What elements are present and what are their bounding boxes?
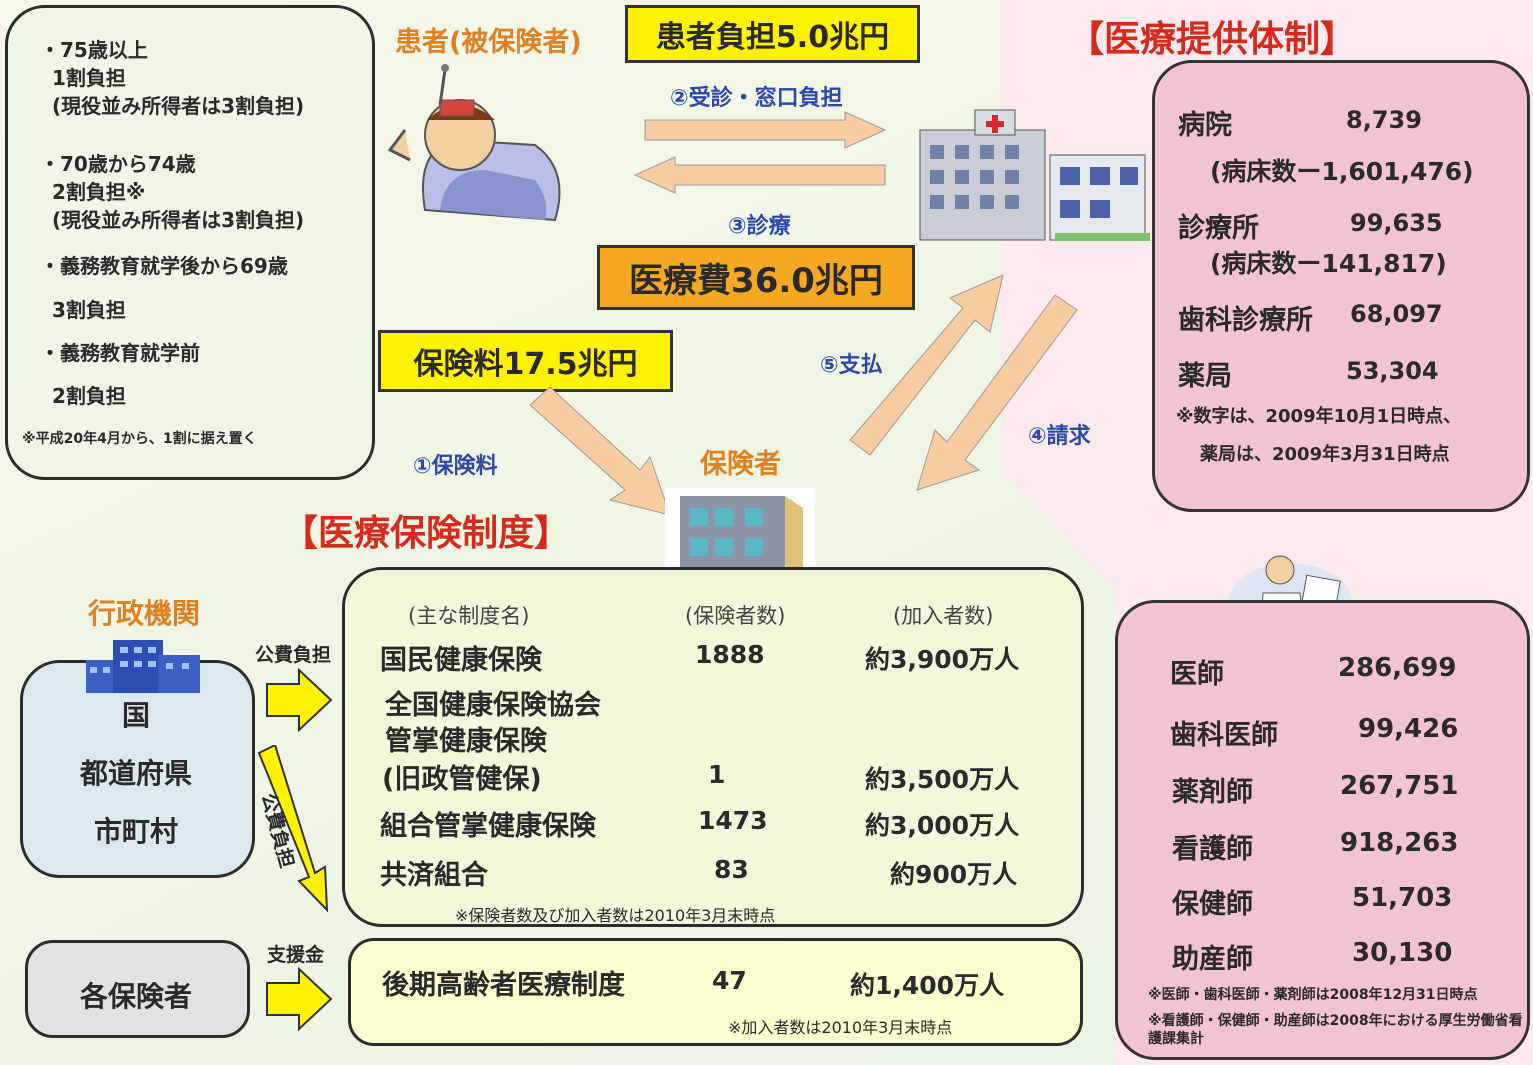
staff-label: 助産師 [1172, 944, 1253, 975]
facility-value: 8,739 [1346, 106, 1422, 134]
elderly-members: 約1,400万人 [850, 971, 1005, 1000]
schemes-header: (主な制度名) [408, 604, 530, 628]
scheme-name: 組合管掌健康保険 [380, 811, 596, 842]
admin-item: 都道府県 [80, 757, 193, 790]
facility-label: 歯科診療所 [1178, 305, 1313, 336]
scheme-members: 約3,900万人 [865, 645, 1020, 674]
arrow-payment-up [849, 274, 1004, 456]
copay-box [5, 5, 375, 480]
scheme-members: 約900万人 [890, 860, 1018, 889]
flow-5-label: ⑤支払 [820, 353, 883, 378]
scheme-count: 83 [714, 855, 749, 884]
facility-value: 53,304 [1346, 357, 1439, 385]
copay-line: ・75歳以上 [40, 38, 148, 62]
staff-value: 918,263 [1340, 828, 1459, 858]
staff-value: 267,751 [1340, 771, 1459, 801]
admin-item: 国 [122, 699, 151, 732]
admin-title: 行政機関 [88, 597, 201, 630]
copay-line: 2割負担※ [52, 180, 146, 204]
staff-label: 医師 [1170, 659, 1224, 690]
facilities-box [1152, 60, 1530, 512]
government-building-icon [86, 640, 200, 693]
public-expense-label: 公費負担 [255, 644, 332, 666]
scheme-members: 約3,000万人 [865, 811, 1020, 840]
scheme-name: 国民健康保険 [380, 645, 542, 676]
arrow-premium-to-insurer [529, 386, 671, 516]
admin-box [20, 660, 255, 878]
copay-line: (現役並み所得者は3割負担) [52, 94, 305, 118]
facility-label: 病院 [1178, 110, 1232, 141]
arrow-left [633, 156, 886, 194]
copay-line: ・義務教育就学前 [40, 341, 200, 365]
staff-value: 51,703 [1352, 883, 1453, 913]
yellow-arrow-right [266, 967, 333, 1031]
scheme-name: (旧政管健保) [382, 764, 542, 795]
facility-value: 68,097 [1350, 300, 1443, 328]
copay-note: ※平成20年4月から、1割に据え置く [22, 431, 257, 447]
admin-item: 市町村 [94, 815, 179, 848]
arrow-right [644, 111, 887, 149]
flow-4-label: ④請求 [1028, 424, 1091, 449]
yellow-arrow-right [266, 668, 333, 732]
elderly-name: 後期高齢者医療制度 [382, 970, 625, 1001]
staff-note: ※医師・歯科医師・薬剤師は2008年12月31日時点 [1148, 987, 1478, 1003]
staff-box [1115, 600, 1530, 1060]
staff-label: 保健師 [1172, 889, 1253, 920]
insurers-box [25, 940, 250, 1038]
elderly-box [348, 938, 1083, 1046]
premium-box: 保険料17.5兆円 [378, 330, 673, 392]
yellow-arrow-diagonal [257, 745, 329, 913]
insurer-label: 保険者 [700, 449, 781, 480]
staff-value: 286,699 [1338, 653, 1457, 683]
patient-label: 患者(被保険者) [395, 27, 582, 58]
staff-label: 薬剤師 [1172, 777, 1253, 808]
facility-note: 薬局は、2009年3月31日時点 [1200, 444, 1450, 465]
facility-label: 診療所 [1178, 213, 1259, 244]
scheme-count: 1888 [695, 640, 765, 669]
schemes-header: (保険者数) [685, 604, 786, 628]
schemes-header: (加入者数) [893, 604, 994, 628]
copay-line: 1割負担 [52, 66, 126, 90]
flow-3-label: ③診療 [728, 214, 791, 239]
staff-note: ※看護師・保健師・助産師は2008年における厚生労働省看護課集計 [1148, 1013, 1523, 1047]
insurers-label: 各保険者 [80, 980, 193, 1013]
copay-line: 2割負担 [52, 384, 126, 408]
patient-illustration [387, 64, 561, 222]
schemes-box [342, 567, 1084, 927]
scheme-name: 管掌健康保険 [385, 726, 547, 757]
flow-1-label: ①保険料 [413, 454, 498, 479]
scheme-count: 1473 [698, 806, 768, 835]
scheme-members: 約3,500万人 [865, 765, 1020, 794]
flow-2-label: ②受診・窓口負担 [670, 86, 843, 111]
scheme-count: 1 [708, 760, 726, 789]
facility-note: ※数字は、2009年10月1日時点、 [1176, 406, 1462, 427]
scheme-name: 全国健康保険協会 [385, 690, 601, 721]
staff-value: 99,426 [1358, 714, 1459, 744]
facility-label: (病床数ー1,601,476) [1210, 157, 1474, 186]
staff-label: 歯科医師 [1170, 720, 1278, 751]
hospital-illustration [919, 109, 1150, 241]
scheme-name: 共済組合 [380, 860, 488, 891]
facility-value: 99,635 [1350, 209, 1443, 237]
elderly-note: ※加入者数は2010年3月末時点 [728, 1018, 953, 1037]
facility-label: 薬局 [1178, 361, 1232, 392]
copay-line: 3割負担 [52, 298, 126, 322]
copay-line: (現役並み所得者は3割負担) [52, 208, 305, 232]
medical-cost-box: 医療費36.0兆円 [597, 245, 915, 310]
provision-title: 【医療提供体制】 [1068, 19, 1357, 60]
patient-cost-box: 患者負担5.0兆円 [625, 5, 920, 63]
schemes-note: ※保険者数及び加入者数は2010年3月末時点 [455, 906, 776, 925]
staff-label: 看護師 [1172, 834, 1253, 865]
arrow-claim-down [916, 294, 1078, 491]
subsidy-label: 支援金 [267, 944, 325, 966]
staff-value: 30,130 [1352, 938, 1453, 968]
copay-line: ・義務教育就学後から69歳 [40, 254, 288, 278]
insurance-title: 【医療保険制度】 [282, 513, 571, 554]
copay-line: ・70歳から74歳 [40, 152, 196, 176]
elderly-count: 47 [712, 966, 747, 995]
facility-label: (病床数ー141,817) [1210, 249, 1447, 278]
